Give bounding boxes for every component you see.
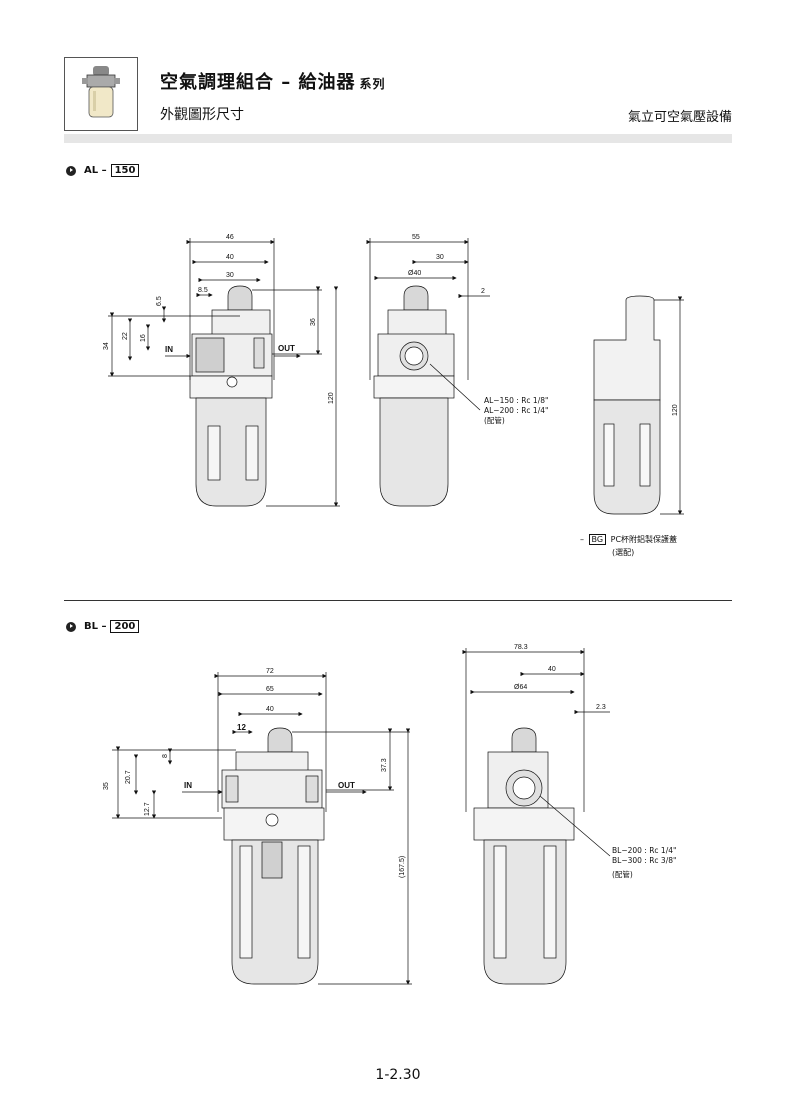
dim-label: 40 bbox=[266, 706, 274, 713]
arrow-bullet-icon bbox=[66, 165, 76, 176]
page-title: 空氣調理組合 – 給油器系列 bbox=[160, 68, 386, 94]
bl-pipe-notes: BL−200 : Rc 1/4" BL−300 : Rc 3/8" (配管) bbox=[612, 846, 676, 880]
dim-label: 35 bbox=[103, 782, 110, 790]
al-front-view bbox=[189, 285, 273, 507]
option-text: PC杯附鋁製保護蓋 bbox=[610, 535, 678, 544]
dim-label: Ø40 bbox=[408, 270, 421, 277]
dim-label: 22 bbox=[122, 332, 129, 340]
lubricator-product-image bbox=[82, 66, 120, 118]
dim-label: 12 bbox=[237, 723, 246, 732]
dim-label: 8.5 bbox=[198, 287, 208, 294]
al-pipe-notes: AL−150 : Rc 1/8" AL−200 : Rc 1/4" (配管) bbox=[484, 396, 548, 426]
bl-side-dimensions bbox=[462, 648, 610, 812]
dim-label: 6.5 bbox=[156, 296, 163, 306]
section-model: 150 bbox=[110, 164, 140, 177]
section-model: 200 bbox=[110, 620, 140, 633]
dim-label: 16 bbox=[140, 334, 147, 342]
dim-label: 30 bbox=[436, 254, 444, 261]
dim-label: 34 bbox=[103, 342, 110, 350]
section-prefix: AL – bbox=[84, 165, 107, 176]
dim-label: 20.7 bbox=[125, 770, 132, 784]
dim-label: (167.5) bbox=[399, 856, 406, 878]
dim-label: 40 bbox=[226, 254, 234, 261]
dim-label: 40 bbox=[548, 666, 556, 673]
pipe-note: BL−300 : Rc 3/8" bbox=[612, 856, 677, 865]
dim-label: 36 bbox=[310, 318, 317, 326]
out-port-label: OUT bbox=[338, 781, 355, 790]
dim-label: Ø64 bbox=[514, 684, 527, 691]
dim-label: 55 bbox=[412, 234, 420, 241]
pipe-note: BL−200 : Rc 1/4" bbox=[612, 846, 677, 855]
title-text: 空氣調理組合 – 給油器 bbox=[160, 72, 356, 93]
bl-side-view bbox=[473, 727, 611, 985]
dim-label: 2 bbox=[481, 288, 485, 295]
al-front-dimensions bbox=[108, 238, 340, 507]
al-option-cup-view bbox=[593, 295, 684, 515]
dim-label: 2.3 bbox=[596, 704, 606, 711]
dim-label: 78.3 bbox=[514, 644, 528, 651]
page-subtitle: 外觀圖形尺寸 bbox=[160, 107, 244, 123]
dim-label: 37.3 bbox=[381, 758, 388, 772]
section-heading-bl: BL – 200 bbox=[66, 620, 140, 633]
pipe-caption: (配管) bbox=[612, 870, 633, 879]
dim-label: 120 bbox=[328, 392, 335, 404]
dim-label: 65 bbox=[266, 686, 274, 693]
bl-front-view bbox=[221, 727, 325, 985]
dim-label: 120 bbox=[672, 404, 679, 416]
al-side-view bbox=[373, 285, 481, 507]
al-front-dim-labels: 46 40 30 8.5 6.5 22 16 34 36 120 IN OUT bbox=[103, 234, 335, 404]
pipe-note: AL−150 : Rc 1/8" bbox=[484, 396, 549, 405]
dim-label: 30 bbox=[226, 272, 234, 279]
bl-side-dim-labels: 78.3 40 Ø64 2.3 bbox=[514, 644, 606, 711]
section-heading-al: AL – 150 bbox=[66, 164, 140, 177]
company-name: 氣立可空氣壓設備 bbox=[627, 110, 732, 125]
section-divider bbox=[64, 600, 732, 601]
option-dash: – bbox=[580, 535, 584, 544]
product-thumbnail bbox=[64, 57, 138, 131]
al-side-dim-labels: 55 30 Ø40 2 120 bbox=[408, 234, 679, 416]
page-number: 1-2.30 bbox=[375, 1067, 421, 1083]
option-code: BG bbox=[588, 534, 607, 545]
pipe-note: AL−200 : Rc 1/4" bbox=[484, 406, 549, 415]
bl-front-dimensions bbox=[112, 672, 412, 985]
section-prefix: BL – bbox=[84, 621, 107, 632]
dim-label: 46 bbox=[226, 234, 234, 241]
dim-label: 72 bbox=[266, 668, 274, 675]
pipe-caption: (配管) bbox=[484, 416, 505, 425]
bl-front-dim-labels: 72 65 40 12 8 35 20.7 12.7 37.3 (167.5) … bbox=[103, 668, 406, 878]
al-option-note: – BG PC杯附鋁製保護蓋 (選配) bbox=[580, 533, 677, 559]
option-caption: (選配) bbox=[612, 548, 635, 557]
title-series: 系列 bbox=[359, 77, 386, 91]
dim-label: 12.7 bbox=[144, 802, 151, 816]
in-port-label: IN bbox=[184, 781, 192, 790]
arrow-bullet-icon bbox=[66, 621, 76, 632]
header-bar bbox=[64, 134, 732, 143]
out-port-label: OUT bbox=[278, 344, 295, 353]
dim-label: 8 bbox=[162, 754, 169, 758]
al-side-dimensions bbox=[366, 238, 490, 380]
in-port-label: IN bbox=[165, 345, 173, 354]
